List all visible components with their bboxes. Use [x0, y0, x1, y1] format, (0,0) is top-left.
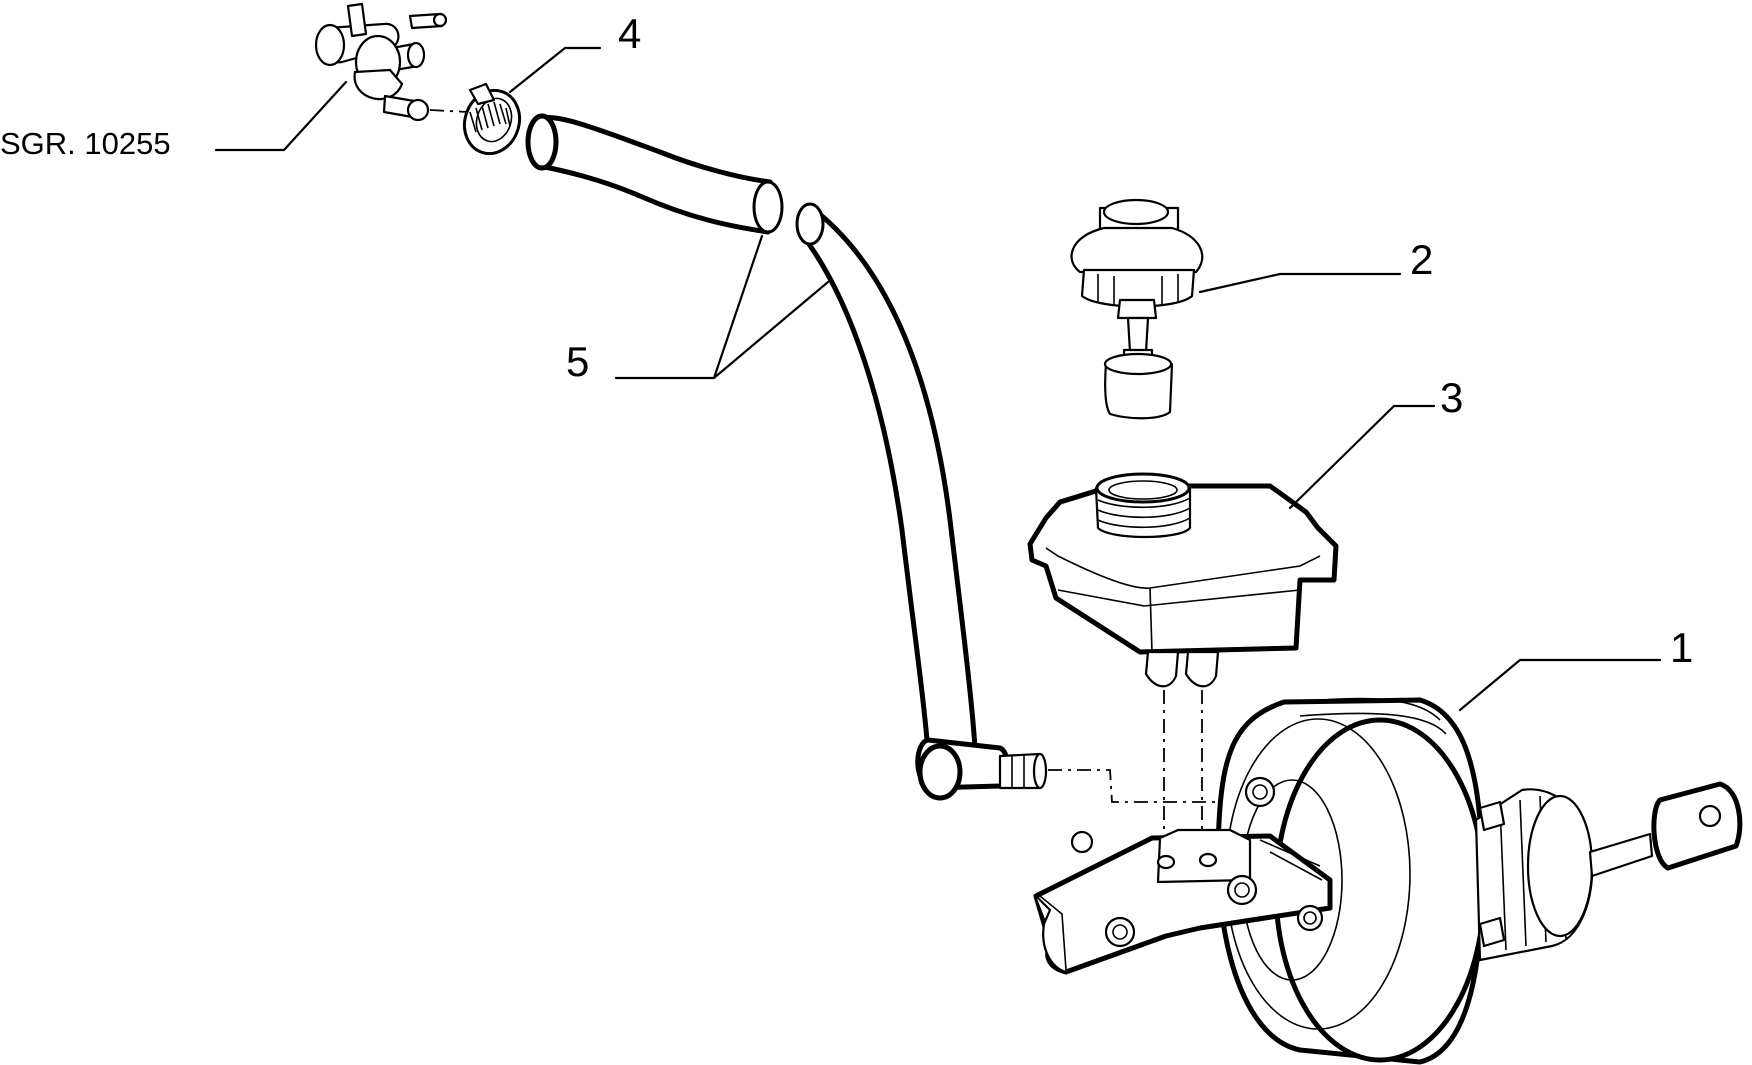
- callout-3: 3: [1440, 374, 1463, 421]
- vacuum-hose-lower: [795, 202, 1240, 803]
- vacuum-valve: [314, 2, 469, 122]
- callout-4: 4: [618, 10, 641, 57]
- callout-5: 5: [566, 338, 589, 385]
- leader-5: [614, 234, 830, 380]
- reservoir-cap: [1070, 198, 1204, 420]
- master-cylinder: [1033, 828, 1333, 975]
- leader-1: [1458, 658, 1662, 712]
- leader-2: [1198, 272, 1402, 294]
- leader-ref: [214, 80, 348, 152]
- hose-clamp: [462, 82, 522, 156]
- fluid-reservoir: [1027, 472, 1339, 852]
- leader-3: [1288, 404, 1436, 510]
- leader-4: [508, 46, 602, 94]
- vacuum-hose-upper: [525, 113, 784, 235]
- callout-labels: 1 2 3 4 5 SGR. 10255: [0, 10, 1693, 671]
- callout-2: 2: [1410, 236, 1433, 283]
- callout-1: 1: [1670, 624, 1693, 671]
- brake-servo: [1215, 697, 1743, 1065]
- leader-lines: [214, 46, 1662, 712]
- reference-label: SGR. 10255: [0, 126, 171, 161]
